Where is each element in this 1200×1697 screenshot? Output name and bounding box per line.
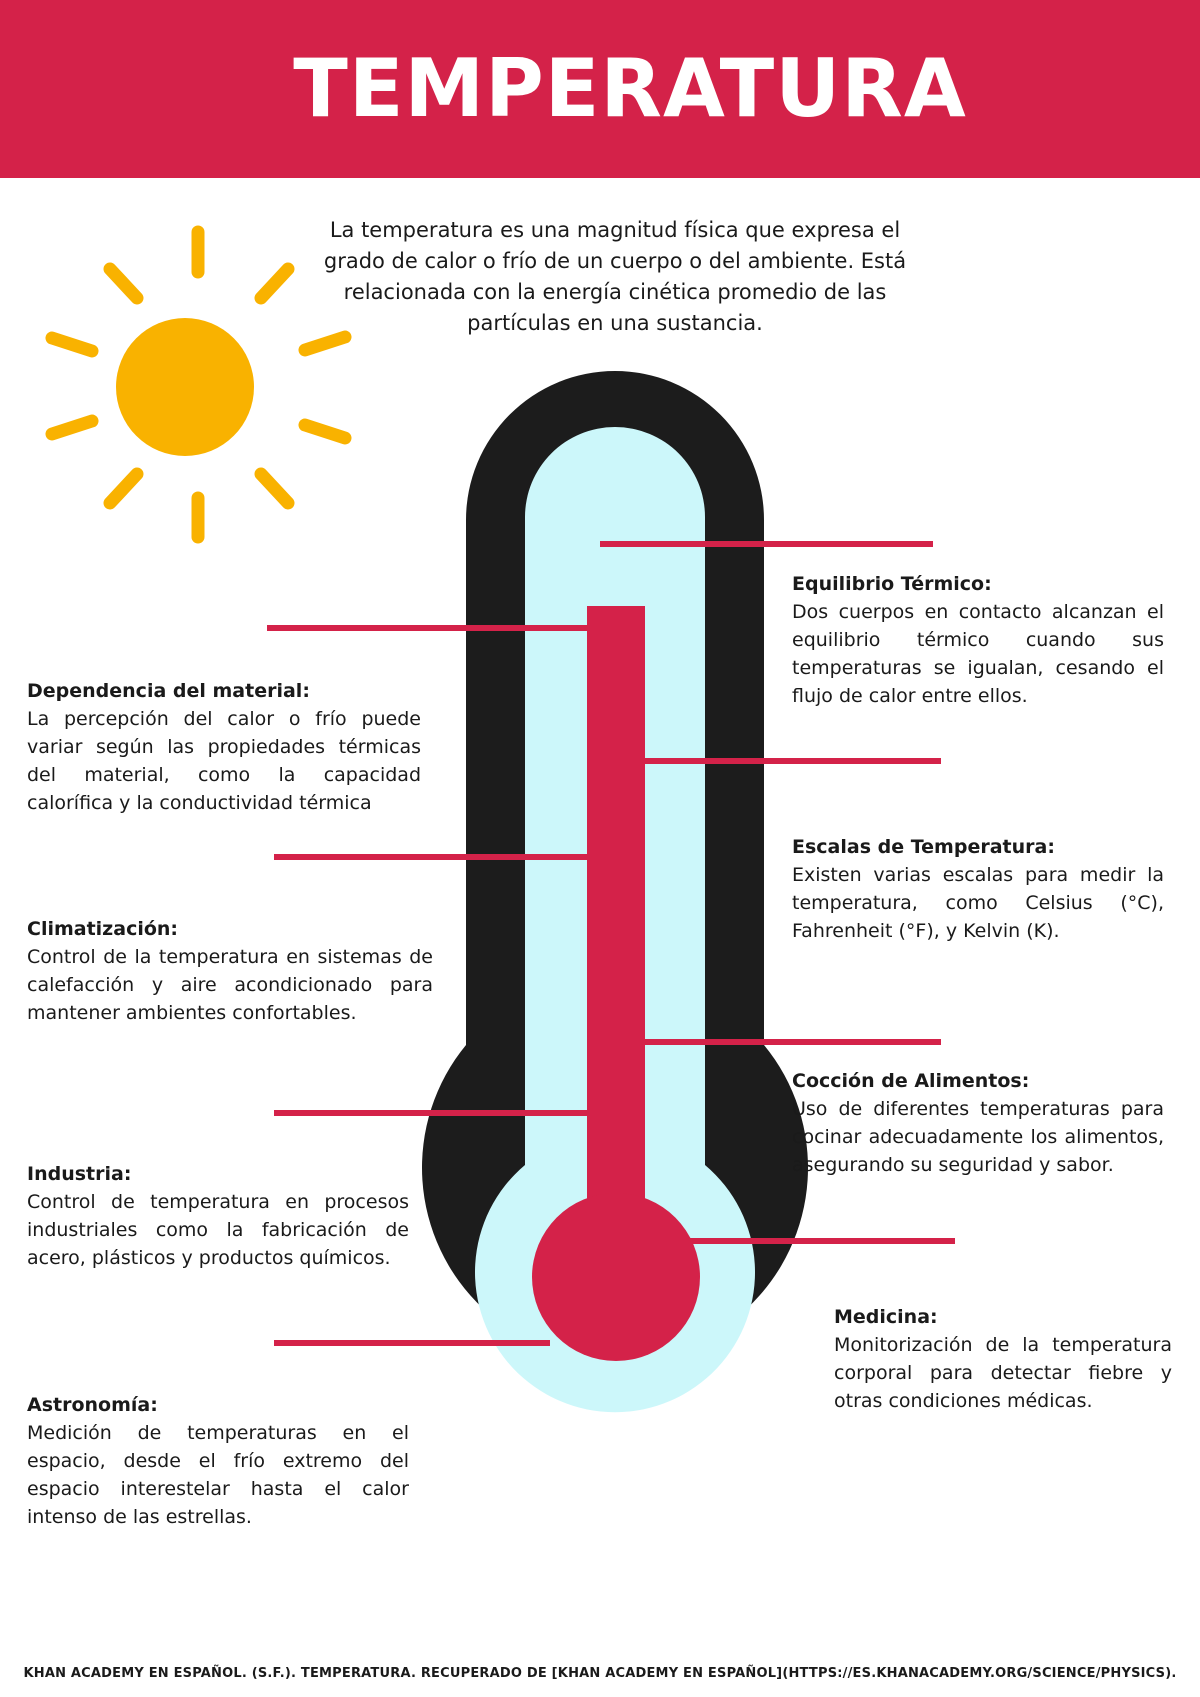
item-equilibrio-termico: Equilibrio Térmico: Dos cuerpos en conta…: [792, 570, 1164, 710]
item-title: Equilibrio Térmico:: [792, 573, 992, 595]
item-title: Cocción de Alimentos:: [792, 1070, 1030, 1092]
item-industria: Industria: Control de temperatura en pro…: [27, 1160, 409, 1272]
source-citation: KHAN ACADEMY EN ESPAÑOL. (S.F.). TEMPERA…: [23, 1666, 1177, 1681]
item-title: Climatización:: [27, 918, 179, 940]
item-astronomia: Astronomía: Medición de temperaturas en …: [27, 1391, 409, 1531]
item-coccion-alimentos: Cocción de Alimentos: Uso de diferentes …: [792, 1067, 1164, 1179]
item-text: Medición de temperaturas en el espacio, …: [27, 1422, 409, 1528]
item-title: Escalas de Temperatura:: [792, 836, 1055, 858]
item-title: Dependencia del material:: [27, 680, 310, 702]
thermometer-icon: [421, 371, 808, 1413]
item-text: Dos cuerpos en contacto alcanzan el equi…: [792, 601, 1164, 707]
item-text: La percepción del calor o frío puede var…: [27, 708, 421, 814]
item-text: Control de la temperatura en sistemas de…: [27, 946, 433, 1024]
intro-paragraph: La temperatura es una magnitud física qu…: [323, 218, 907, 335]
title-banner: TEMPERATURA: [0, 0, 1200, 178]
item-title: Astronomía:: [27, 1394, 158, 1416]
item-text: Monitorización de la temperatura corpora…: [834, 1334, 1172, 1412]
sun-icon: [45, 225, 352, 544]
item-medicina: Medicina: Monitorización de la temperatu…: [834, 1303, 1172, 1415]
item-text: Existen varias escalas para medir la tem…: [792, 864, 1164, 942]
item-text: Control de temperatura en procesos indus…: [27, 1191, 409, 1269]
connector-lines: [267, 541, 955, 1346]
page-title: TEMPERATURA: [293, 42, 967, 135]
item-escalas-temperatura: Escalas de Temperatura: Existen varias e…: [792, 833, 1164, 945]
item-climatizacion: Climatización: Control de la temperatura…: [27, 915, 433, 1027]
item-title: Industria:: [27, 1163, 132, 1185]
item-title: Medicina:: [834, 1306, 938, 1328]
item-text: Uso de diferentes temperaturas para coci…: [792, 1098, 1164, 1176]
item-dependencia-material: Dependencia del material: La percepción …: [27, 677, 421, 817]
